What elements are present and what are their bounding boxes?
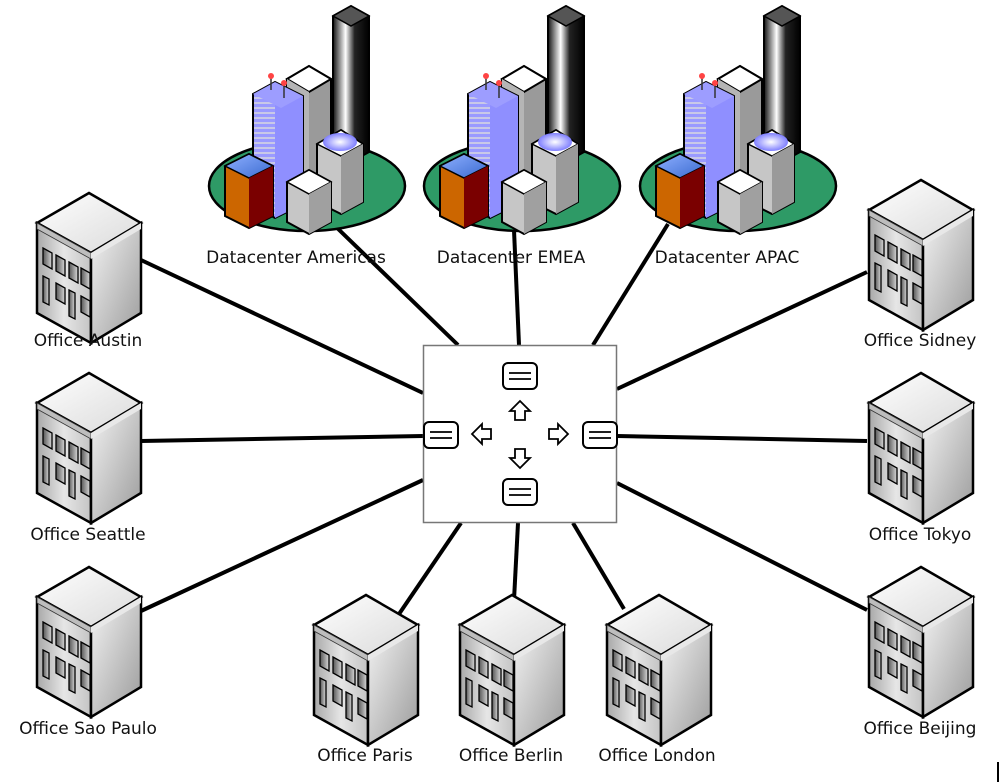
datacenter-emea[interactable]: Datacenter EMEA: [422, 4, 622, 268]
office-berlin[interactable]: Office Berlin: [458, 593, 566, 766]
office-label: Office Beijing: [864, 719, 977, 739]
arrow-down-icon: [507, 448, 533, 470]
office-sidney[interactable]: Office Sidney: [864, 178, 977, 351]
office-paris[interactable]: Office Paris: [312, 593, 420, 766]
office-building-icon: [458, 593, 566, 747]
datacenter-apac[interactable]: Datacenter APAC: [638, 4, 838, 268]
arrow-right-icon: [548, 421, 570, 447]
datacenter-label: Datacenter EMEA: [437, 248, 586, 268]
link-office-paris: [395, 521, 463, 619]
link-office-beijing: [616, 481, 868, 612]
office-label: Office London: [598, 746, 715, 766]
datacenter-americas[interactable]: Datacenter Americas: [206, 4, 407, 268]
link-dc-apac: [591, 222, 670, 347]
arrow-left-icon: [470, 421, 492, 447]
datacenter-icon: [207, 4, 407, 236]
link-dc-emea: [512, 229, 521, 346]
port-left-icon: [423, 421, 459, 449]
port-right-icon: [582, 421, 618, 449]
office-label: Office Tokyo: [869, 525, 972, 545]
link-dc-americas: [330, 221, 460, 347]
link-office-tokyo: [616, 434, 868, 443]
office-building-icon: [35, 191, 143, 345]
link-office-seattle: [140, 434, 424, 443]
office-london[interactable]: Office London: [598, 593, 716, 766]
datacenter-label: Datacenter APAC: [655, 248, 800, 268]
port-top-icon: [502, 362, 538, 390]
office-building-icon: [35, 371, 143, 525]
office-building-icon: [312, 593, 420, 747]
office-label: Office Sao Paulo: [19, 719, 157, 739]
link-office-sao-paulo: [140, 478, 424, 613]
office-label: Office Austin: [34, 331, 142, 351]
office-tokyo[interactable]: Office Tokyo: [867, 371, 975, 545]
datacenter-label: Datacenter Americas: [206, 248, 386, 268]
link-office-berlin: [512, 522, 520, 601]
datacenter-icon: [422, 4, 622, 236]
office-beijing[interactable]: Office Beijing: [864, 565, 977, 739]
link-office-london: [571, 521, 626, 611]
connections: [140, 221, 868, 619]
datacenter-icon: [638, 4, 838, 236]
arrow-up-icon: [507, 399, 533, 421]
link-office-sidney: [616, 270, 868, 391]
hub-switch[interactable]: [422, 344, 618, 524]
office-sao-paulo[interactable]: Office Sao Paulo: [19, 565, 157, 739]
office-label: Office Seattle: [30, 525, 145, 545]
office-seattle[interactable]: Office Seattle: [30, 371, 146, 545]
office-building-icon: [867, 371, 975, 525]
office-label: Office Sidney: [864, 331, 977, 351]
office-building-icon: [605, 593, 713, 747]
office-building-icon: [867, 565, 975, 719]
office-building-icon: [867, 178, 975, 332]
port-bottom-icon: [502, 478, 538, 506]
link-office-austin: [140, 258, 424, 395]
office-label: Office Berlin: [459, 746, 563, 766]
office-building-icon: [35, 565, 143, 719]
office-label: Office Paris: [317, 746, 413, 766]
office-austin[interactable]: Office Austin: [34, 191, 143, 351]
